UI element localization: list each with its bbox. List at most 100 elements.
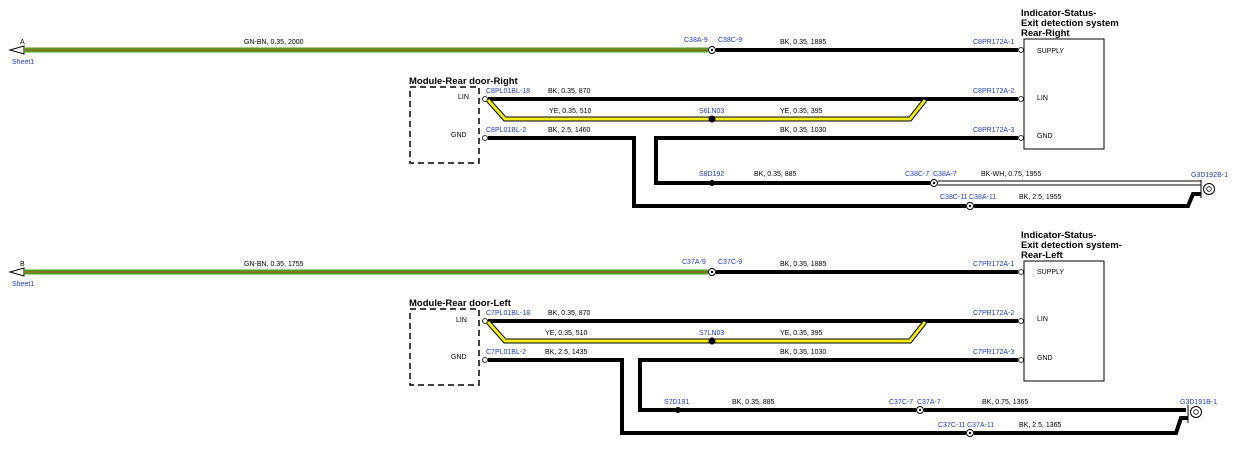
pin-name: LIN: [1037, 316, 1048, 323]
wire-lin-label: BK, 0.35, 870: [548, 310, 591, 317]
pin-terminal[interactable]: [1018, 96, 1024, 102]
pin-terminal[interactable]: [482, 135, 488, 141]
connector-label[interactable]: C37C-9: [718, 259, 742, 266]
pin-terminal[interactable]: [1018, 318, 1024, 324]
connector-dot: [918, 408, 922, 412]
ground-terminal-icon[interactable]: [1203, 183, 1215, 195]
splice-label[interactable]: S7D191: [664, 399, 689, 406]
connector-label[interactable]: C38A-7: [933, 171, 957, 178]
pin-label[interactable]: C8PR172A-1: [973, 39, 1014, 46]
wire-gnd-module[interactable]: [488, 136, 966, 208]
connector-label[interactable]: C38C-7: [905, 171, 929, 178]
splice-label[interactable]: S8D192: [699, 171, 724, 178]
splice-node[interactable]: [708, 115, 716, 123]
connector-label[interactable]: C38A-9: [684, 37, 708, 44]
ground-terminal-inner: [1193, 409, 1199, 415]
wire-low-label: BK, 2.5, 1365: [1019, 422, 1062, 429]
wire-gnd-module[interactable]: [488, 358, 966, 435]
pin-terminal[interactable]: [482, 357, 488, 363]
pin-label[interactable]: C7PL01BL-2: [486, 349, 526, 356]
wire-green-label: GN-BN, 0.35, 1755: [244, 261, 304, 268]
pin-label[interactable]: C7PR172A-2: [973, 310, 1014, 317]
pin-name: SUPPLY: [1037, 269, 1064, 276]
module-box-rear-door-right[interactable]: [409, 86, 480, 164]
wire-gnd-label: BK, 0.35, 1030: [780, 127, 826, 134]
splice-node[interactable]: [675, 407, 681, 413]
pin-name: LIN: [458, 94, 469, 101]
splice-label[interactable]: S6LN03: [699, 108, 724, 115]
wire-yellow-fill: [486, 98, 927, 121]
component-title: Module-Rear door-Left: [409, 298, 512, 309]
offpage-letter: A: [20, 39, 25, 46]
wire-gnd-indicator[interactable]: [638, 358, 1018, 412]
connector-label[interactable]: C37C-7: [889, 399, 913, 406]
pin-label[interactable]: C7PL01BL-18: [486, 310, 530, 317]
wire-bkwh-label: BK-WH, 0.75, 1955: [981, 171, 1041, 178]
splice-label[interactable]: S7LN03: [699, 330, 724, 337]
pin-name: GND: [451, 354, 467, 361]
connector-dot: [968, 431, 972, 435]
offpage-ref-link[interactable]: Sheet1: [12, 281, 34, 288]
pin-name: GND: [1037, 355, 1053, 362]
wire-gnd-label: BK, 2.5, 1435: [545, 349, 588, 356]
pin-label[interactable]: C7PR172A-3: [973, 349, 1014, 356]
connector-label[interactable]: C37A-7: [917, 399, 941, 406]
component-title: Exit detection system: [1021, 18, 1119, 29]
pin-name: LIN: [456, 317, 467, 324]
splice-node[interactable]: [708, 337, 716, 345]
connector-label[interactable]: C38C-9: [718, 37, 742, 44]
connector-label[interactable]: C38A-11: [969, 194, 996, 201]
offpage-letter: B: [20, 261, 25, 268]
connector-label[interactable]: C37A-9: [682, 259, 706, 266]
pin-label[interactable]: C8PL01BL-18: [486, 88, 530, 95]
pin-label[interactable]: C8PR172A-3: [973, 127, 1014, 134]
connector-dot: [710, 270, 714, 274]
wire-yellow-label: YE, 0.35, 510: [549, 108, 592, 115]
pin-terminal[interactable]: [1018, 357, 1024, 363]
connector-label[interactable]: C38C-11: [940, 194, 968, 201]
offpage-arrow-icon[interactable]: [8, 45, 25, 55]
component-title: Exit detection system-: [1021, 240, 1122, 251]
pin-terminal[interactable]: [482, 318, 488, 324]
pin-terminal[interactable]: [1018, 47, 1024, 53]
pin-label[interactable]: C8PR172A-2: [973, 88, 1014, 95]
indicator-box-rear-left[interactable]: [1023, 260, 1105, 382]
component-title: Rear-Right: [1021, 28, 1070, 39]
pin-name: LIN: [1037, 95, 1048, 102]
pin-name: GND: [451, 132, 467, 139]
wire-gnd-label: BK, 2.5, 1460: [548, 127, 591, 134]
connector-label[interactable]: C37A-11: [967, 422, 994, 429]
wire-supply-label: BK, 0.35, 1885: [780, 39, 826, 46]
ground-ref-label[interactable]: G3D191B-1: [1180, 399, 1217, 406]
offpage-ref-link[interactable]: Sheet1: [12, 59, 34, 66]
wire-low[interactable]: [974, 192, 1201, 208]
wire-yellow-label: YE, 0.35, 395: [780, 108, 823, 115]
ground-terminal-icon[interactable]: [1190, 406, 1202, 418]
component-title: Rear-Left: [1021, 250, 1064, 261]
offpage-arrow-icon[interactable]: [8, 267, 25, 277]
pin-terminal[interactable]: [1018, 269, 1024, 275]
wire-yellow-fill: [486, 320, 927, 343]
circuit-rear-right: A Sheet1 GN-BN, 0.35, 2000 C38A-9 C38C-9…: [8, 8, 1228, 210]
pin-label[interactable]: C7PR172A-1: [973, 261, 1014, 268]
pin-terminal[interactable]: [482, 96, 488, 102]
pin-label[interactable]: C8PL01BL-2: [486, 127, 526, 134]
connector-label[interactable]: C37C-11: [938, 422, 966, 429]
wire-label: BK, 0.35, 885: [754, 171, 797, 178]
pin-name: GND: [1037, 133, 1053, 140]
circuit-rear-left: B Sheet1 GN-BN, 0.35, 1755 C37A-9 C37C-9…: [8, 230, 1217, 437]
module-box-rear-door-left[interactable]: [409, 308, 480, 386]
wire-label: BK, 0.35, 885: [732, 399, 775, 406]
ground-ref-label[interactable]: G3D192B-1: [1191, 172, 1228, 179]
connector-dot: [932, 181, 936, 185]
pin-terminal[interactable]: [1018, 135, 1024, 141]
component-title: Module-Rear door-Right: [409, 76, 519, 87]
wire-low[interactable]: [974, 416, 1188, 435]
component-title: Indicator-Status-: [1021, 8, 1096, 19]
splice-node[interactable]: [709, 180, 715, 186]
wire-gnd-label: BK, 0.35, 1030: [780, 349, 826, 356]
indicator-box-rear-right[interactable]: [1023, 38, 1105, 150]
wire-yellow-label: YE, 0.35, 510: [545, 330, 588, 337]
wire-gnd-indicator[interactable]: [654, 136, 1018, 185]
